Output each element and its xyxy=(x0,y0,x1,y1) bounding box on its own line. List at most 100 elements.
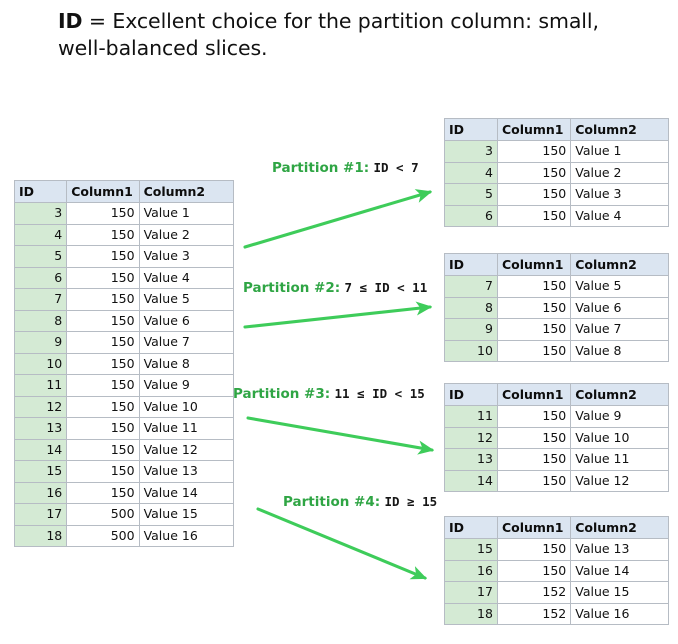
cell-column2: Value 10 xyxy=(138,395,235,418)
column-header-column1: Column1 xyxy=(496,253,572,276)
cell-column1: 150 xyxy=(496,448,572,471)
cell-id: 6 xyxy=(13,266,68,289)
partition-condition-4: ID ≥ 15 xyxy=(384,494,438,509)
cell-id: 7 xyxy=(444,275,498,298)
table-header-row: ID Column1 Column2 xyxy=(444,383,669,406)
arrow-partition-4 xyxy=(256,507,428,580)
table-header-row: ID Column1 Column2 xyxy=(444,118,669,141)
cell-column2: Value 14 xyxy=(570,559,669,582)
cell-column2: Value 3 xyxy=(138,245,235,268)
cell-column1: 150 xyxy=(496,339,572,362)
cell-column2: Value 4 xyxy=(138,266,235,289)
cell-column1: 150 xyxy=(496,183,572,206)
cell-column1: 150 xyxy=(496,140,572,163)
cell-column1: 152 xyxy=(496,581,572,604)
table-header-row: ID Column1 Column2 xyxy=(444,516,669,539)
cell-column1: 150 xyxy=(496,296,572,319)
cell-id: 13 xyxy=(444,448,498,471)
cell-id: 6 xyxy=(444,204,498,227)
cell-column1: 150 xyxy=(66,202,140,225)
cell-id: 14 xyxy=(444,469,498,492)
column-header-id: ID xyxy=(444,383,498,406)
cell-column2: Value 7 xyxy=(570,318,669,341)
cell-id: 14 xyxy=(13,438,68,461)
cell-id: 17 xyxy=(13,503,68,526)
partition-name-1: Partition #1: xyxy=(272,160,370,176)
arrow-partition-1 xyxy=(243,189,433,249)
column-header-id: ID xyxy=(444,118,498,141)
column-header-column1: Column1 xyxy=(66,180,140,203)
cell-column1: 150 xyxy=(496,426,572,449)
cell-id: 10 xyxy=(13,352,68,375)
cell-column2: Value 13 xyxy=(138,460,235,483)
cell-column2: Value 1 xyxy=(570,140,669,163)
cell-column1: 150 xyxy=(66,223,140,246)
cell-id: 8 xyxy=(444,296,498,319)
partition-name-3: Partition #3: xyxy=(233,386,331,402)
cell-column2: Value 8 xyxy=(570,339,669,362)
cell-column2: Value 11 xyxy=(138,417,235,440)
cell-id: 11 xyxy=(13,374,68,397)
cell-column1: 150 xyxy=(66,374,140,397)
partition-condition-1: ID < 7 xyxy=(373,160,419,175)
cell-id: 15 xyxy=(13,460,68,483)
cell-id: 18 xyxy=(13,524,68,547)
cell-column1: 150 xyxy=(496,469,572,492)
cell-column2: Value 12 xyxy=(138,438,235,461)
cell-column2: Value 2 xyxy=(570,161,669,184)
arrow-partition-2 xyxy=(243,301,433,329)
cell-id: 17 xyxy=(444,581,498,604)
column-header-column2: Column2 xyxy=(138,180,235,203)
partition-label-4: Partition #4: ID ≥ 15 xyxy=(283,493,493,511)
cell-id: 10 xyxy=(444,339,498,362)
cell-id: 7 xyxy=(13,288,68,311)
cell-column1: 150 xyxy=(496,204,572,227)
cell-column2: Value 5 xyxy=(138,288,235,311)
partition-condition-2: 7 ≤ ID < 11 xyxy=(344,280,428,295)
cell-column2: Value 16 xyxy=(570,602,669,625)
column-header-column1: Column1 xyxy=(496,516,572,539)
arrow-partition-3 xyxy=(246,416,435,455)
cell-column1: 150 xyxy=(496,318,572,341)
cell-column1: 150 xyxy=(66,245,140,268)
cell-column1: 150 xyxy=(496,161,572,184)
cell-id: 13 xyxy=(13,417,68,440)
cell-id: 16 xyxy=(13,481,68,504)
column-header-id: ID xyxy=(13,180,68,203)
cell-id: 3 xyxy=(13,202,68,225)
cell-id: 16 xyxy=(444,559,498,582)
column-header-column2: Column2 xyxy=(570,253,669,276)
cell-column2: Value 9 xyxy=(138,374,235,397)
cell-id: 12 xyxy=(444,426,498,449)
cell-column1: 150 xyxy=(496,405,572,428)
cell-column2: Value 6 xyxy=(570,296,669,319)
cell-column2: Value 5 xyxy=(570,275,669,298)
partition-name-2: Partition #2: xyxy=(243,280,341,296)
